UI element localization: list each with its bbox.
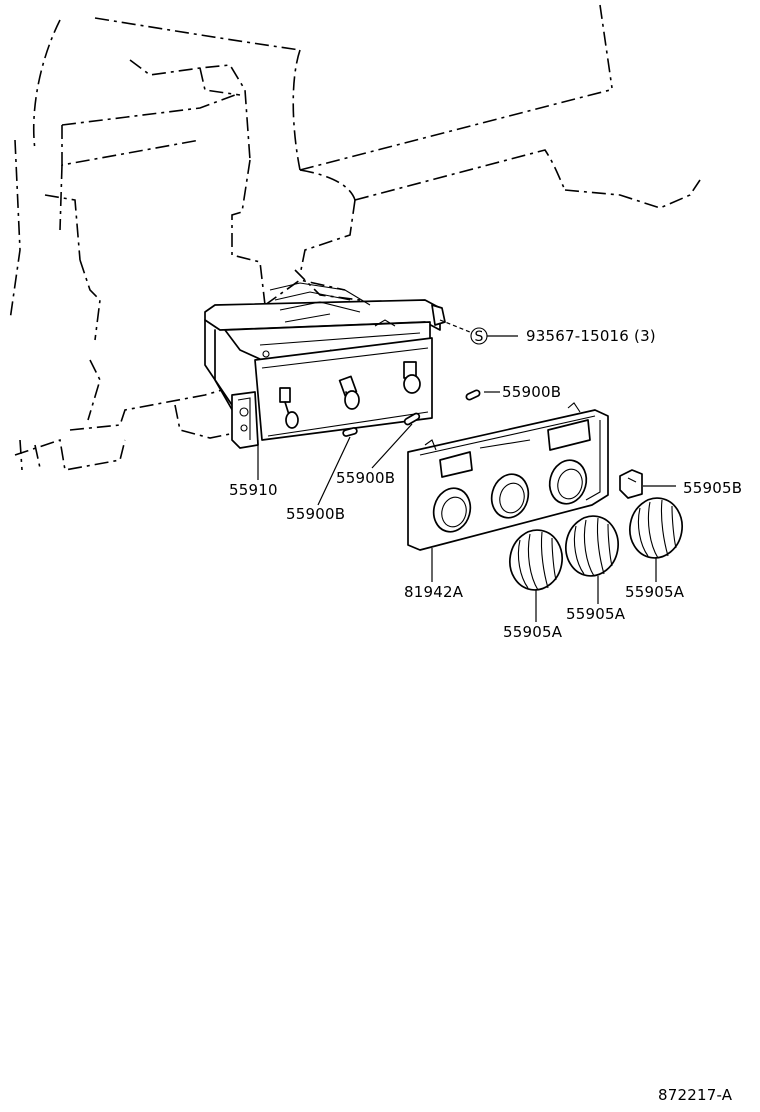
figure-id: 872217-A [658, 1086, 733, 1104]
label-55900b-middle: 55900B [336, 469, 395, 487]
knob-55905a-right [629, 497, 683, 559]
label-55900b-lower: 55900B [286, 505, 345, 523]
label-55900b-top: 55900B [502, 383, 561, 401]
label-93567-15016: 93567-15016 (3) [526, 327, 656, 345]
knob-55905b [619, 469, 643, 499]
label-55905a-right: 55905A [625, 583, 685, 601]
label-55905a-left: 55905A [503, 623, 563, 641]
label-81942a: 81942A [404, 583, 464, 601]
part-labels: 93567-15016 (3) 55900B 55900B 55910 5590… [229, 327, 742, 1104]
dashboard-outline [9, 4, 701, 471]
heater-control-assembly [204, 282, 446, 449]
leader-lines [257, 335, 676, 622]
heater-control-panel [407, 402, 609, 551]
screw-icon: S [439, 319, 488, 345]
clips-55900b [342, 389, 481, 437]
screw-symbol-text: S [474, 329, 483, 345]
label-55905a-middle: 55905A [566, 605, 626, 623]
label-55910: 55910 [229, 481, 278, 499]
control-levers [279, 361, 421, 429]
knob-55905a-left [509, 529, 563, 591]
label-55905b: 55905B [683, 479, 742, 497]
knob-55905a-middle [565, 515, 619, 577]
